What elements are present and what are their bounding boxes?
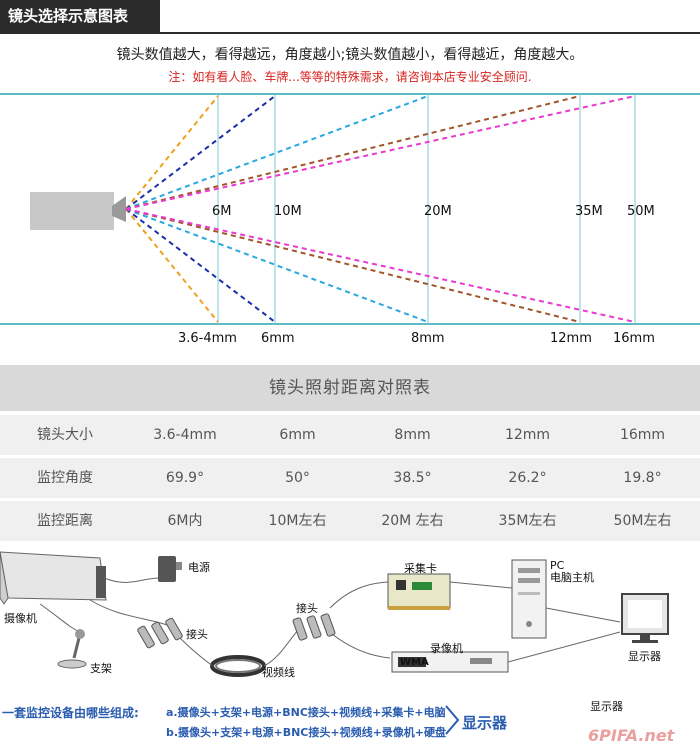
camera-body [30,192,114,230]
header-divider [0,32,700,34]
table-cell: 69.9° [165,470,205,486]
ray-3-6mm-bottom [125,208,219,323]
distance-label-35m: 35M [575,204,603,219]
table-cell: 19.8° [623,470,662,486]
description-note: 注：如有看人脸、车牌...等等的特殊需求，请咨询本店专业安全顾问. [168,70,532,84]
label-monitor: 显示器 [628,650,661,663]
label-connector: 接头 [186,628,208,641]
label-pc-line1: PC [550,559,565,572]
pc-tower-icon [511,559,547,639]
camera-housing-icon [0,551,107,605]
lens-label-6mm: 6mm [261,331,295,346]
cable-to-connector [89,599,171,627]
table-cell: 12mm [504,427,551,443]
recipe-option-a: a.摄像头+支架+电源+BNC接头+视频线+采集卡+电脑 [166,706,446,719]
cable-to-recorder [331,633,391,659]
table-cell: 26.2° [508,470,547,486]
distance-label-50m: 50M [627,204,655,219]
table-cell: 16mm [619,427,666,443]
lens-label-3-6mm: 3.6-4mm [178,331,237,346]
recipe-option-b: b.摄像头+支架+电源+BNC接头+视频线+录像机+硬盘 [166,726,447,739]
cable-card-to-pc [449,581,513,589]
label-video-cable: 视频线 [262,666,295,679]
label-monitor-2: 显示器 [590,700,623,713]
table-cell: 3.6-4mm [153,427,217,443]
cable-pc-to-monitor [545,607,621,623]
lens-comparison-table: 镜头照射距离对照表 镜头大小 3.6-4mm 6mm 8mm 12mm 16mm… [0,365,700,543]
table-row-distance: 监控距离 6M内 10M左右 20M 左右 35M左右 50M左右 [0,501,700,541]
ray-6mm-bottom [125,208,276,323]
label-camera: 摄像机 [4,612,37,625]
camera-lens [112,196,126,222]
description-main: 镜头数值越大，看得越远，角度越小;镜头数值越小，看得越近，角度越大。 [116,47,584,63]
cable-connector-to-coil [179,637,213,667]
table-cell: 20M 左右 [381,513,444,529]
label-stand: 支架 [90,662,112,675]
recipe-heading: 一套监控设备由哪些组成: [2,706,139,720]
ray-16mm-top [125,95,636,210]
ray-3-6mm-top [125,95,219,210]
label-pc-line2: 电脑主机 [550,571,594,584]
monitor-icon [621,593,669,643]
lens-label-16mm: 16mm [613,331,655,346]
bnc-connector-2-icon [292,613,336,641]
table-cell: 50M左右 [613,513,672,529]
label-pc: PC 电脑主机 [550,560,594,584]
row-label: 镜头大小 [37,427,93,443]
cable-coil-to-connector2 [263,627,301,667]
table-cell: 35M左右 [498,513,557,529]
distance-label-10m: 10M [274,204,302,219]
cable-recorder-to-monitor [507,631,621,663]
table-title: 镜头照射距离对照表 [0,365,700,411]
distance-label-20m: 20M [424,204,452,219]
recorder-brand: WMA [400,657,429,668]
ray-12mm-bottom [125,208,581,323]
ray-16mm-bottom [125,208,636,323]
table-cell: 6mm [279,427,316,443]
cable-to-power [103,577,161,583]
lens-label-8mm: 8mm [411,331,445,346]
recipe-bracket-icon [445,705,460,735]
table-cell: 10M左右 [268,513,327,529]
table-cell: 6M内 [167,513,203,529]
label-connector-2: 接头 [296,602,318,615]
fov-diagram [0,93,700,325]
power-adapter-icon [158,556,182,582]
watermark-logo: 6PIFA.net [588,726,675,745]
row-label: 监控距离 [37,513,93,529]
cable-to-stand [39,603,81,633]
recorder-icon [391,651,509,673]
capture-card-icon [387,573,451,610]
row-label: 监控角度 [37,470,93,486]
ray-12mm-top [125,95,581,210]
header-title: 镜头选择示意图表 [0,0,160,32]
label-capture-card: 采集卡 [404,562,437,575]
table-cell: 8mm [394,427,431,443]
label-power: 电源 [188,561,210,574]
ray-6mm-top [125,95,276,210]
table-cell: 38.5° [393,470,432,486]
header-bar: 镜头选择示意图表 [0,0,700,34]
recipe-display-label: 显示器 [462,714,508,732]
video-cable-icon [210,655,266,677]
label-recorder: 录像机 [430,642,463,655]
cable-to-capture-card [329,581,389,609]
table-row-lens-size: 镜头大小 3.6-4mm 6mm 8mm 12mm 16mm [0,415,700,455]
stand-icon [57,629,87,669]
lens-label-12mm: 12mm [550,331,592,346]
bnc-connector-icon [137,617,183,649]
system-diagram [0,551,669,735]
table-cell: 50° [285,470,310,486]
distance-label-6m: 6M [212,204,232,219]
table-row-angle: 监控角度 69.9° 50° 38.5° 26.2° 19.8° [0,458,700,498]
